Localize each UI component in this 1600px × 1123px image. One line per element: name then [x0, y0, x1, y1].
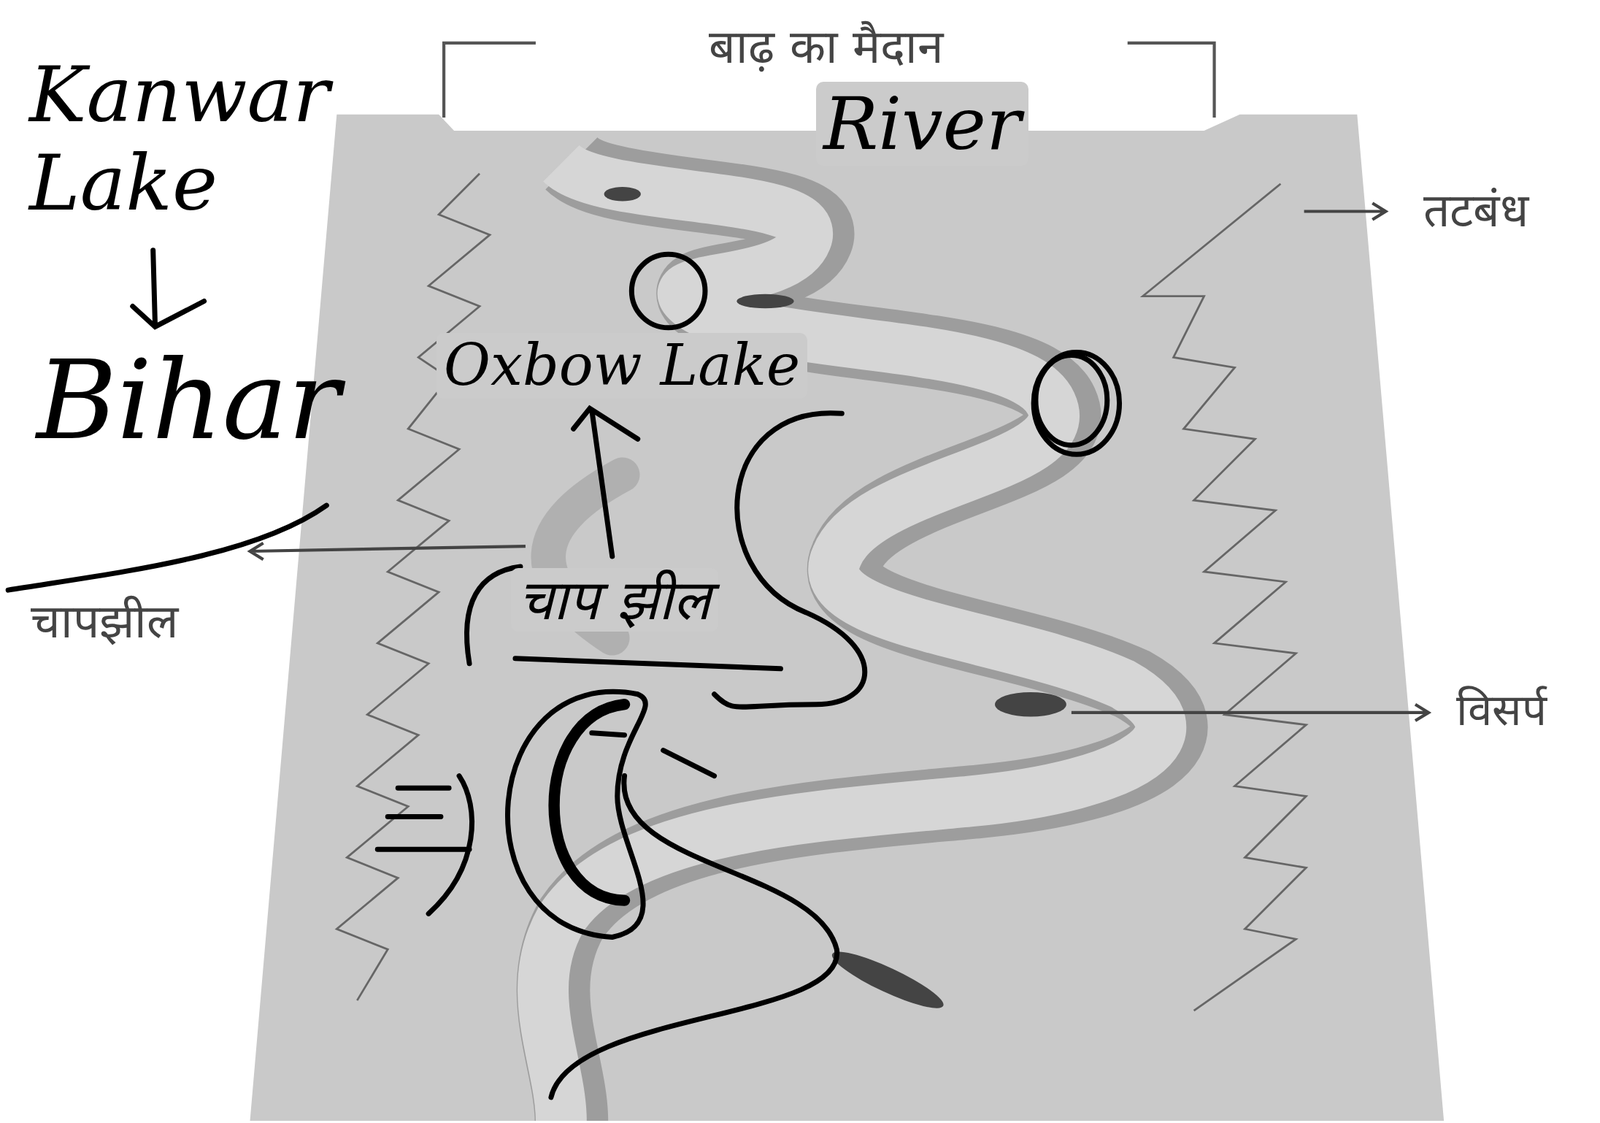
floodplain-ground — [250, 114, 1445, 1121]
levee-right — [1143, 183, 1307, 1011]
levee-label: तटबंध — [1423, 183, 1529, 238]
state-note: Bihar — [36, 337, 341, 464]
meander-label: विसर्प — [1456, 684, 1547, 736]
floodplain-heading: बाढ़ का मैदान — [708, 20, 944, 75]
lake-note: Kanwar Lake — [29, 51, 409, 228]
leader-arrows — [250, 202, 1430, 721]
river-note: River — [816, 81, 1029, 166]
river-water — [543, 163, 1161, 1121]
oxbow-label: चापझील — [30, 594, 179, 649]
levee-left — [336, 173, 490, 1000]
handwritten-marks — [8, 250, 1119, 1098]
oxbow-note: Oxbow Lake — [436, 332, 808, 399]
oxbow-hindi-note: चाप झील — [510, 567, 719, 632]
